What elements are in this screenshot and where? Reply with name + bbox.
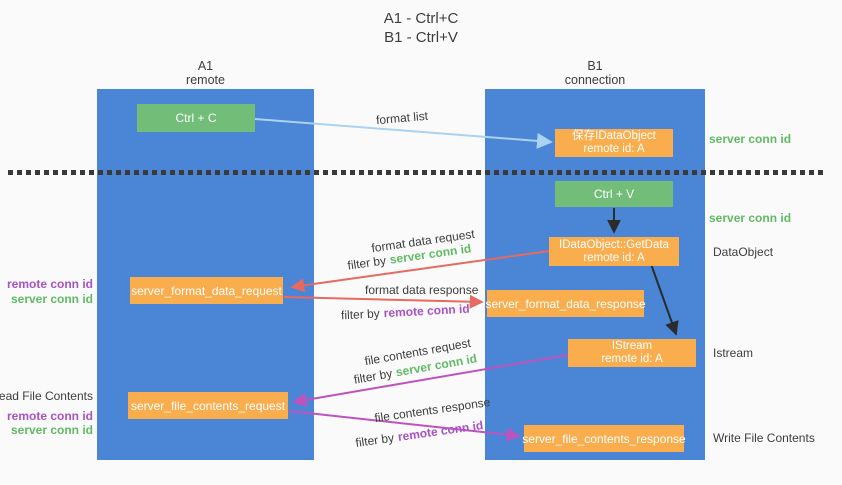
- lifeline-a-name: A1: [197, 59, 214, 73]
- server-format-data-request-node: server_format_data_request: [130, 277, 283, 304]
- title-line-1: A1 - Ctrl+C: [383, 10, 459, 27]
- remote-conn-id-text: remote conn id: [383, 301, 470, 321]
- server-conn-id-annotation-1: server conn id: [10, 292, 93, 306]
- istream-title: IStream: [611, 340, 653, 352]
- server-file-contents-response-label: server_file_contents_response: [522, 431, 686, 446]
- conn-id-annotation-group-1: remote conn id server conn id: [7, 277, 93, 307]
- remote-conn-id-annotation-2: remote conn id: [6, 409, 93, 423]
- title-line-2: B1 - Ctrl+V: [384, 29, 458, 46]
- ctrl-v-node: Ctrl + V: [555, 181, 673, 207]
- ctrl-c-label: Ctrl + C: [175, 111, 217, 125]
- lifeline-a-subtitle: remote: [186, 73, 225, 87]
- lifeline-a-header: A1 remote: [97, 59, 314, 87]
- getdata-remote-id: remote id: A: [583, 251, 645, 264]
- server-conn-id-annotation-top: server conn id: [709, 132, 792, 146]
- session-divider-dotted-line: [8, 170, 826, 175]
- server-conn-id-annotation-2: server conn id: [10, 423, 93, 437]
- write-file-contents-annotation: Write File Contents: [713, 431, 815, 445]
- lifeline-b-subtitle: connection: [564, 73, 626, 87]
- istream-annotation: Istream: [713, 346, 754, 360]
- istream-node: IStream remote id: A: [568, 339, 696, 367]
- server-format-data-response-node: server_format_data_response: [485, 290, 646, 317]
- read-file-contents-annotation: Read File Contents: [0, 389, 93, 403]
- filter-by-text: filter by: [346, 253, 387, 273]
- save-idataobject-node: 保存IDataObject remote id: A: [555, 129, 673, 157]
- dataobject-annotation: DataObject: [713, 245, 774, 259]
- ctrl-v-label: Ctrl + V: [593, 187, 635, 201]
- getdata-title: IDataObject::GetData: [559, 238, 669, 251]
- diagram-title: A1 - Ctrl+C B1 - Ctrl+V: [321, 9, 521, 47]
- save-idataobject-title: 保存IDataObject: [572, 130, 656, 142]
- idataobject-getdata-node: IDataObject::GetData remote id: A: [549, 237, 679, 266]
- save-idataobject-remote-id: remote id: A: [583, 143, 645, 155]
- lifeline-b-name: B1: [587, 59, 603, 73]
- format-data-response-arrow-label: format data response: [365, 283, 479, 297]
- lifeline-b-header: B1 connection: [485, 59, 705, 87]
- remote-conn-id-text: remote conn id: [396, 418, 485, 444]
- format-list-arrow-label: format list: [375, 108, 429, 128]
- filter-by-text: filter by: [352, 366, 394, 387]
- server-file-contents-request-node: server_file_contents_request: [128, 392, 288, 419]
- remote-conn-id-annotation-1: remote conn id: [6, 277, 93, 291]
- ctrl-c-node: Ctrl + C: [137, 104, 255, 132]
- filter-by-text: filter by: [354, 430, 395, 450]
- server-file-contents-request-label: server_file_contents_request: [130, 398, 286, 413]
- istream-remote-id: remote id: A: [601, 353, 663, 365]
- server-format-data-response-label: server_format_data_response: [485, 296, 646, 311]
- server-file-contents-response-node: server_file_contents_response: [522, 425, 686, 452]
- server-format-data-request-label: server_format_data_request: [131, 283, 282, 298]
- conn-id-annotation-group-2: remote conn id server conn id: [7, 409, 93, 437]
- filter-by-text: filter by: [340, 306, 381, 323]
- server-conn-id-annotation-mid: server conn id: [709, 211, 792, 225]
